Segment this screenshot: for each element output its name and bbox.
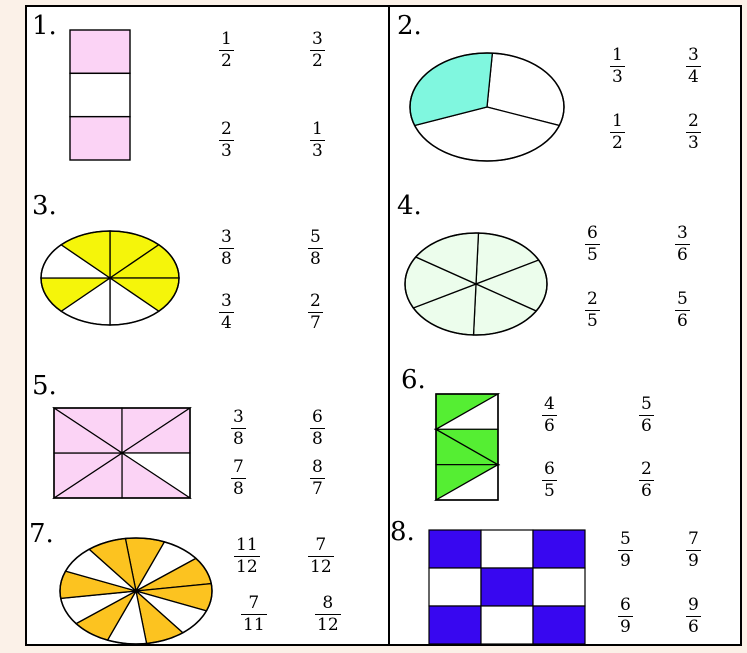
unshaded-square	[480, 605, 534, 645]
unshaded-square	[532, 567, 586, 607]
ellipse-outline	[409, 52, 565, 162]
rectangle-outline	[435, 393, 499, 501]
shaded-square	[428, 529, 482, 569]
problem-number: 6.	[401, 365, 426, 395]
unshaded-part	[69, 72, 131, 118]
figure-grid-ninths	[428, 529, 586, 645]
problem-number: 4.	[397, 191, 422, 221]
shaded-part	[69, 115, 131, 161]
shaded-part	[69, 29, 131, 75]
figure-rectangle-sixths	[433, 392, 501, 502]
unshaded-square	[428, 567, 482, 607]
shaded-square	[532, 605, 586, 645]
figure-rectangle-thirds	[69, 29, 131, 161]
shaded-square	[480, 567, 534, 607]
shaded-square	[428, 605, 482, 645]
problem-number: 5.	[32, 371, 57, 401]
unshaded-square	[480, 529, 534, 569]
figure-ellipse-eighths	[40, 230, 180, 326]
figure-ellipse-twelfths	[59, 537, 213, 645]
problem-number: 8.	[390, 517, 415, 547]
problem-number: 1.	[32, 11, 57, 41]
figure-rectangle-eighths	[52, 406, 192, 500]
ellipse-outline	[404, 232, 548, 336]
problem-number: 3.	[32, 191, 57, 221]
problem-number: 2.	[397, 11, 422, 41]
problem-number: 7.	[29, 519, 54, 549]
rectangle-outline	[53, 407, 191, 499]
figure-ellipse-thirds	[409, 52, 565, 162]
ellipse-outline	[59, 537, 213, 645]
ellipse-outline	[40, 230, 180, 326]
column-divider	[388, 7, 390, 644]
shaded-square	[532, 529, 586, 569]
figure-ellipse-sixths	[404, 232, 548, 336]
